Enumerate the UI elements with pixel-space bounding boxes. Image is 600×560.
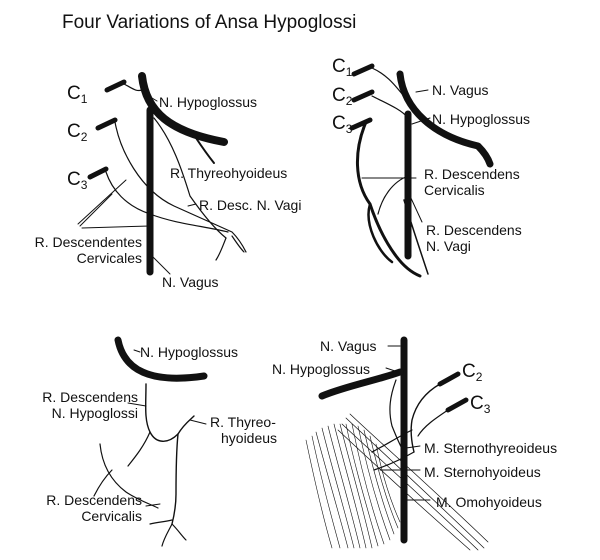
n-hypoglossus-label: N. Hypoglossus (140, 344, 239, 360)
c3-label: C3 (470, 393, 491, 417)
c3-label: C3 (332, 113, 353, 137)
c3-root-stub (349, 117, 373, 131)
c2-label: C2 (332, 85, 353, 109)
r-thyreohyoideus-label-1: R. Thyreo- (210, 414, 276, 430)
n-hypoglossus-label: N. Hypoglossus (272, 361, 371, 377)
r-descendens-n-hypoglossi-label-1: R. Descendens (42, 389, 138, 405)
r-descendens-cervicalis-label-1: R. Descendens (46, 492, 142, 508)
panel-4-drawing (305, 336, 489, 551)
hypoglossus-nerve-arc (396, 70, 494, 168)
c2-label: C2 (462, 361, 483, 385)
panel-3-drawing (93, 336, 208, 547)
m-sternothyreoideus-label: M. Sternothyreoideus (424, 440, 558, 456)
c1-root-stub (351, 63, 375, 77)
descending-cervicalis-branch (356, 120, 422, 278)
n-vagus-label: N. Vagus (162, 274, 219, 290)
r-descendens-cervicalis-label-2: Cervicalis (424, 182, 485, 198)
hypoglossus-nerve-arc (138, 72, 228, 146)
hypoglossus-nerve-arc (114, 336, 208, 382)
cervicales-label: Cervicales (76, 250, 142, 266)
c2-label: C2 (67, 121, 88, 145)
c2-root-stub (95, 117, 118, 131)
r-descendens-n-vagi-label-2: N. Vagi (426, 238, 471, 254)
c1-label: C1 (67, 83, 88, 107)
r-thyreohyoideus-label: R. Thyreohyoideus (170, 165, 288, 181)
m-sternohyoideus-label: M. Sternohyoideus (424, 464, 541, 480)
c1-root-stub (104, 79, 127, 93)
r-descendens-n-vagi-label-1: R. Descendens (426, 222, 522, 238)
figure-title: Four Variations of Ansa Hypoglossi (62, 12, 357, 33)
muscle-strap-hatching (305, 423, 401, 549)
m-omohyoideus-label: M. Omohyoideus (436, 494, 542, 510)
c3-root-stub (87, 166, 109, 180)
omohyoideus-band (337, 413, 489, 551)
n-vagus-label: N. Vagus (320, 338, 377, 354)
r-thyreohyoideus-label-2: hyoideus (221, 430, 278, 446)
c3-root-stub (445, 397, 469, 413)
r-descendens-n-hypoglossi-label-2: N. Hypoglossi (51, 405, 138, 421)
panel-2-drawing (349, 63, 494, 278)
c3-label: C3 (67, 169, 88, 193)
r-descendens-cervicalis-label-2: Cervicalis (81, 508, 142, 524)
thyreohyoideus-branch (195, 137, 215, 164)
panel-1-drawing (77, 72, 247, 276)
c2-root-stub (437, 371, 461, 387)
c1-label: C1 (332, 56, 353, 80)
c2-root-stub (351, 89, 375, 103)
n-hypoglossus-label: N. Hypoglossus (159, 94, 258, 110)
r-descendentes-label: R. Descendentes (34, 234, 142, 250)
n-hypoglossus-label: N. Hypoglossus (432, 111, 531, 127)
hypoglossus-nerve-arc (318, 368, 404, 400)
r-descendens-cervicalis-label-1: R. Descendens (424, 166, 520, 182)
r-desc-n-vagi-label: R. Desc. N. Vagi (199, 197, 302, 213)
n-vagus-label: N. Vagus (432, 82, 489, 98)
